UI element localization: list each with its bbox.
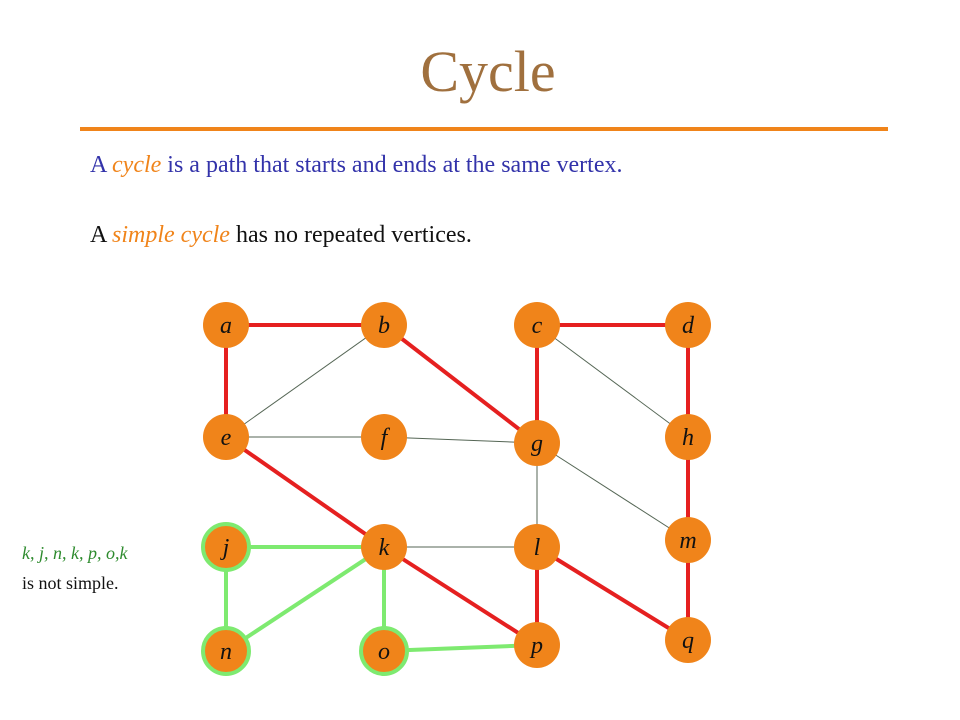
edge-g-m	[536, 442, 689, 541]
graph-vertices: a b c d e f g h j k l m n o p q	[201, 302, 711, 676]
edge-c-h	[536, 324, 689, 438]
edge-l-q	[535, 545, 690, 642]
vertex-l: l	[514, 524, 560, 570]
vertex-circle	[514, 524, 560, 570]
vertex-label: l	[534, 535, 541, 561]
edge-k-n	[224, 545, 386, 653]
vertex-circle	[665, 302, 711, 348]
vertex-label: a	[220, 313, 232, 339]
edge-b-g	[382, 323, 539, 445]
vertex-c: c	[514, 302, 560, 348]
vertex-circle	[514, 622, 560, 668]
slide-title: Cycle	[420, 39, 556, 104]
edge-b-e	[225, 324, 385, 438]
edge-k-p	[382, 545, 539, 647]
vertex-circle	[203, 302, 249, 348]
vertex-label: c	[532, 313, 543, 339]
note-verdict: is not simple.	[22, 573, 119, 593]
vertex-circle	[665, 617, 711, 663]
vertex-b: b	[361, 302, 407, 348]
edge-o-p	[383, 643, 538, 653]
cycle-definition: A cycle is a path that starts and ends a…	[90, 152, 623, 179]
vertex-h: h	[665, 414, 711, 460]
vertex-circle	[203, 414, 249, 460]
definition-rest: is a path that starts and ends at the sa…	[167, 152, 623, 178]
title-divider	[80, 127, 888, 131]
vertex-d: d	[665, 302, 711, 348]
term-simple-cycle: simple cycle	[112, 222, 230, 248]
edge-e-k	[224, 435, 386, 549]
vertex-label: f	[381, 425, 391, 451]
vertex-label: p	[529, 633, 543, 659]
vertex-n: n	[201, 626, 251, 676]
vertex-label: e	[221, 425, 232, 451]
note-sequence: k, j, n, k, p, o,k	[22, 543, 128, 563]
vertex-f: f	[361, 414, 407, 460]
definition-prefix: A	[90, 152, 107, 178]
vertex-q: q	[665, 617, 711, 663]
side-note: k, j, n, k, p, o,k is not simple.	[22, 538, 127, 598]
vertex-label: k	[379, 535, 390, 561]
definition-rest: has no repeated vertices.	[235, 222, 472, 248]
vertex-circle	[514, 420, 560, 466]
vertex-label: q	[682, 628, 694, 654]
vertex-circle	[201, 522, 251, 572]
vertex-label: b	[378, 313, 390, 339]
vertex-label: g	[531, 431, 543, 457]
vertex-circle	[361, 524, 407, 570]
vertex-circle	[361, 302, 407, 348]
vertex-circle	[665, 414, 711, 460]
vertex-j: j	[201, 522, 251, 572]
vertex-label: h	[682, 425, 694, 451]
vertex-label: d	[682, 313, 695, 339]
graph-edges	[224, 323, 690, 653]
vertex-label: m	[679, 528, 696, 554]
vertex-label: o	[378, 639, 390, 665]
edge-f-g	[383, 436, 538, 444]
vertex-o: o	[359, 626, 409, 676]
vertex-label: n	[220, 639, 232, 665]
vertex-circle	[514, 302, 560, 348]
vertex-label: j	[220, 535, 230, 561]
simple-cycle-definition: A simple cycle has no repeated vertices.	[90, 222, 472, 249]
vertex-circle	[665, 517, 711, 563]
vertex-p: p	[514, 622, 560, 668]
vertex-circle	[201, 626, 251, 676]
vertex-k: k	[361, 524, 407, 570]
vertex-a: a	[203, 302, 249, 348]
vertex-m: m	[665, 517, 711, 563]
vertex-g: g	[514, 420, 560, 466]
vertex-circle	[359, 626, 409, 676]
vertex-circle	[361, 414, 407, 460]
vertex-e: e	[203, 414, 249, 460]
term-cycle: cycle	[112, 152, 162, 178]
definition-prefix: A	[90, 222, 107, 248]
